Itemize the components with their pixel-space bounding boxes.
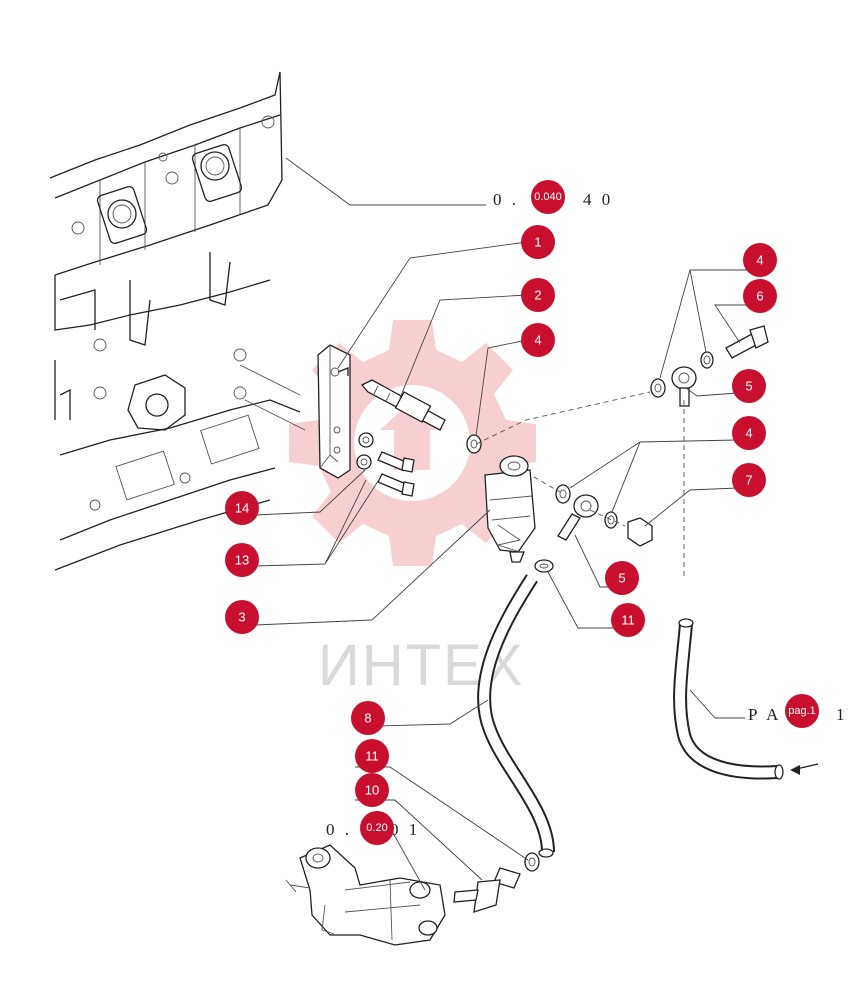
callout-3[interactable]: 3	[225, 600, 259, 634]
svg-text:5: 5	[618, 571, 625, 586]
callout-11[interactable]: 11	[355, 739, 389, 773]
svg-text:13: 13	[235, 553, 249, 568]
svg-text:10: 10	[365, 783, 379, 798]
ref-badge-pipe: pag.1	[785, 694, 819, 728]
svg-text:4 0: 4 0	[583, 190, 613, 209]
svg-text:0 .: 0 .	[493, 190, 519, 209]
callout-2[interactable]: 2	[521, 278, 555, 312]
callout-11[interactable]: 11	[611, 603, 645, 637]
ref-badge-engine: 0.040	[531, 180, 565, 214]
svg-text:6: 6	[756, 289, 763, 304]
ref-injection-pump: 0 . 0 1 0.20	[326, 811, 420, 845]
svg-text:1: 1	[534, 235, 541, 250]
callout-5[interactable]: 5	[605, 561, 639, 595]
part-1-bracket	[317, 344, 351, 479]
engine-block-drawing	[49, 71, 306, 571]
callout-10[interactable]: 10	[355, 773, 389, 807]
callout-4[interactable]: 4	[521, 323, 555, 357]
ref-pipe-page: P A 1 pag.1	[748, 694, 848, 728]
part-5-banjo-fitting-upper	[671, 366, 697, 407]
svg-text:4: 4	[756, 253, 763, 268]
callout-8[interactable]: 8	[351, 701, 385, 735]
svg-text:P A: P A	[748, 705, 781, 724]
part-6-banjo-bolt	[725, 325, 769, 359]
callout-13[interactable]: 13	[225, 543, 259, 577]
svg-text:pag.1: pag.1	[788, 705, 816, 717]
svg-text:3: 3	[238, 610, 245, 625]
fuel-pipe-drawing	[673, 618, 819, 780]
svg-text:1: 1	[836, 705, 848, 724]
svg-text:11: 11	[365, 749, 379, 764]
svg-text:2: 2	[534, 288, 541, 303]
svg-text:4: 4	[745, 426, 752, 441]
part-8-fuel-hose	[477, 574, 555, 858]
svg-text:11: 11	[621, 613, 635, 628]
part-3-fuel-filter	[484, 455, 536, 563]
part-14-washers	[356, 432, 374, 470]
svg-text:8: 8	[364, 711, 371, 726]
svg-text:4: 4	[534, 333, 541, 348]
assembly-axis-lines	[475, 391, 685, 580]
part-2-stud	[360, 379, 446, 431]
callout-14[interactable]: 14	[225, 491, 259, 525]
leader-lines	[254, 241, 748, 891]
leader-engine-ref	[285, 157, 486, 206]
callout-1[interactable]: 1	[521, 225, 555, 259]
callout-5[interactable]: 5	[732, 369, 766, 403]
part-13-bolts	[377, 451, 415, 497]
part-4-washers	[466, 351, 714, 529]
svg-text:14: 14	[235, 501, 249, 516]
injection-pump-drawing	[285, 844, 446, 946]
part-10-fitting	[453, 867, 521, 913]
svg-text:0.040: 0.040	[534, 191, 562, 203]
ref-engine-block: 0 . 4 0 0.040	[493, 180, 613, 214]
callout-6[interactable]: 6	[743, 279, 777, 313]
part-5-banjo-fitting-lower	[557, 494, 599, 541]
watermark-gear-logo	[289, 320, 536, 566]
callout-4[interactable]: 4	[732, 416, 766, 450]
svg-text:5: 5	[745, 379, 752, 394]
ref-badge-pump: 0.20	[360, 811, 394, 845]
svg-text:0.20: 0.20	[366, 822, 387, 834]
part-11-seals	[524, 559, 554, 872]
callout-7[interactable]: 7	[732, 463, 766, 497]
part-7-nut	[627, 517, 653, 547]
svg-text:0 1: 0 1	[390, 820, 420, 839]
callout-4[interactable]: 4	[743, 243, 777, 277]
svg-text:7: 7	[745, 473, 752, 488]
svg-text:0 .: 0 .	[326, 820, 352, 839]
